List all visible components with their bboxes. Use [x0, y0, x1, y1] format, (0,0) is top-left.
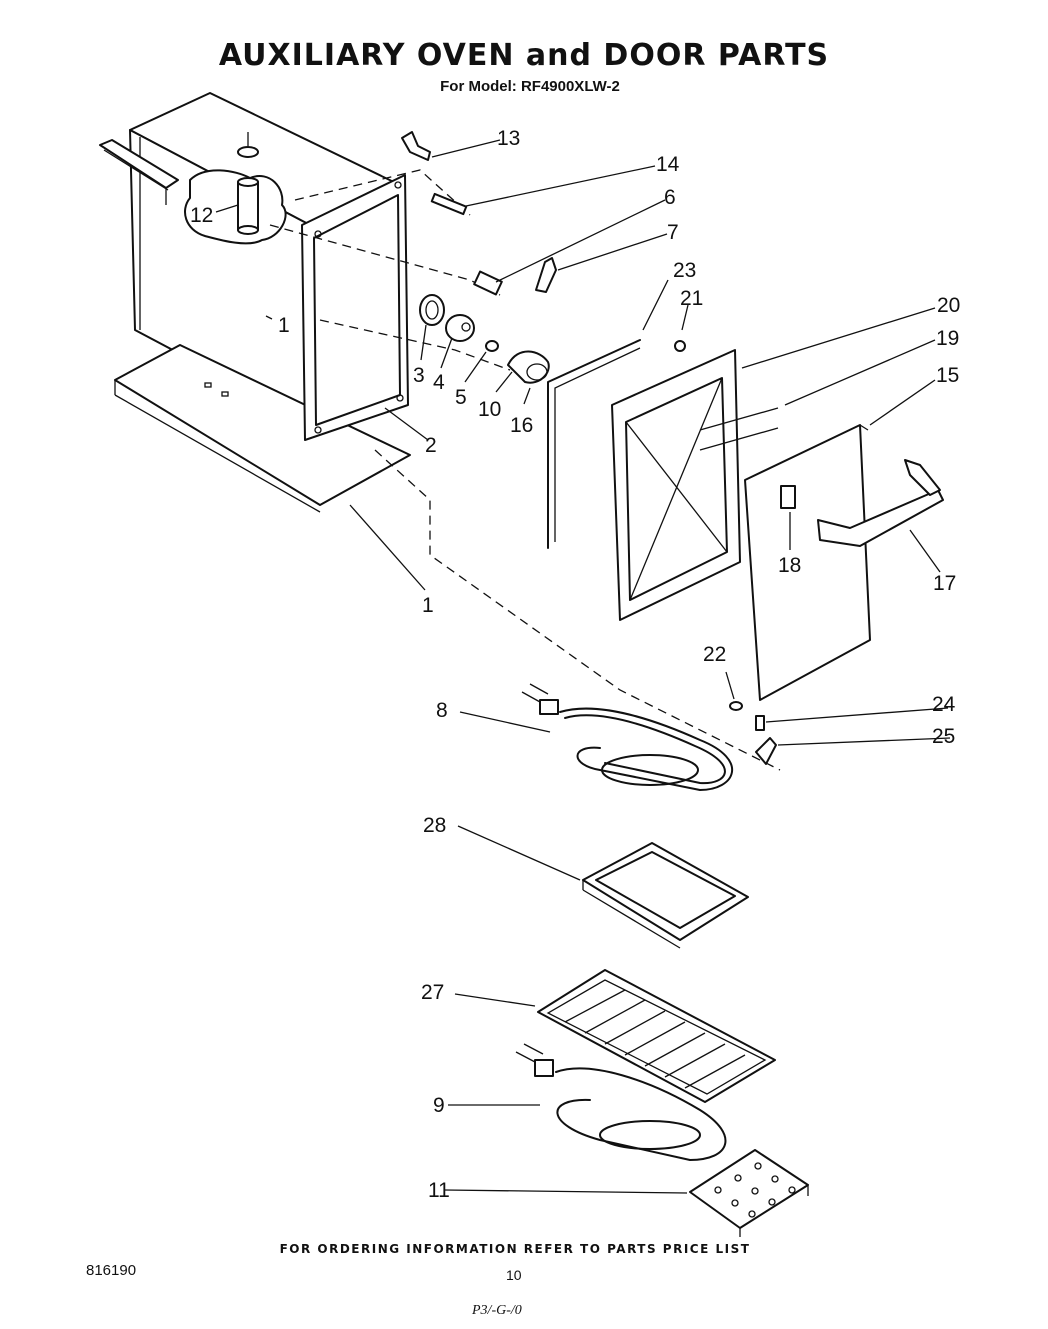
callout-10: 10 — [478, 398, 501, 421]
inner-door-panel-part — [611, 349, 779, 621]
document-number: 816190 — [86, 1262, 137, 1279]
callout-11: 11 — [428, 1179, 450, 1202]
callout-8: 8 — [436, 699, 448, 722]
handwritten-stamp: P3/-G-/0 — [472, 1303, 522, 1318]
model-subtitle: For Model: RF4900XLW-2 — [440, 78, 620, 95]
callout-27: 27 — [421, 981, 444, 1004]
callout-17: 17 — [933, 572, 956, 595]
bottom-cover-plate-part — [689, 1149, 809, 1237]
callout-19: 19 — [936, 327, 959, 350]
oven-rack-part — [537, 969, 776, 1103]
callout-2: 2 — [425, 434, 437, 457]
callout-4: 4 — [433, 371, 445, 394]
callout-22: 22 — [703, 643, 726, 666]
callout-16: 16 — [510, 414, 533, 437]
callout-12: 12 — [190, 204, 213, 227]
bake-element-part — [515, 1043, 727, 1161]
callout-15: 15 — [936, 364, 959, 387]
outer-door-part — [744, 424, 944, 701]
callout-14: 14 — [656, 153, 680, 176]
callout-20: 20 — [937, 294, 960, 317]
callout-5: 5 — [455, 386, 467, 409]
diagram-title: AUXILIARY OVEN and DOOR PARTS — [218, 38, 830, 73]
callout-labels: 13 14 6 7 23 21 20 19 15 12 1 3 4 5 10 1… — [190, 127, 960, 1202]
broil-element-part — [521, 683, 733, 791]
callout-1a: 1 — [278, 314, 290, 337]
callout-6: 6 — [664, 186, 676, 209]
latch-and-switch-parts — [401, 131, 557, 296]
broiler-pan-part — [582, 842, 749, 949]
callout-3: 3 — [413, 364, 425, 387]
door-gasket-part — [547, 339, 686, 549]
callout-23: 23 — [673, 259, 696, 282]
callout-21: 21 — [680, 287, 703, 310]
door-hinge-parts — [729, 701, 777, 765]
page-number: 10 — [506, 1267, 522, 1283]
light-socket-parts — [419, 294, 550, 384]
callout-9: 9 — [433, 1094, 445, 1117]
callout-28: 28 — [423, 814, 446, 837]
callout-25: 25 — [932, 725, 955, 748]
callout-1b: 1 — [422, 594, 434, 617]
callout-18: 18 — [778, 554, 801, 577]
callout-13: 13 — [497, 127, 520, 150]
ordering-info-note: FOR ORDERING INFORMATION REFER TO PARTS … — [279, 1242, 751, 1256]
leader-lines — [215, 139, 951, 1194]
callout-7: 7 — [667, 221, 679, 244]
callout-24: 24 — [932, 693, 956, 716]
oven-liner-part — [99, 92, 411, 513]
